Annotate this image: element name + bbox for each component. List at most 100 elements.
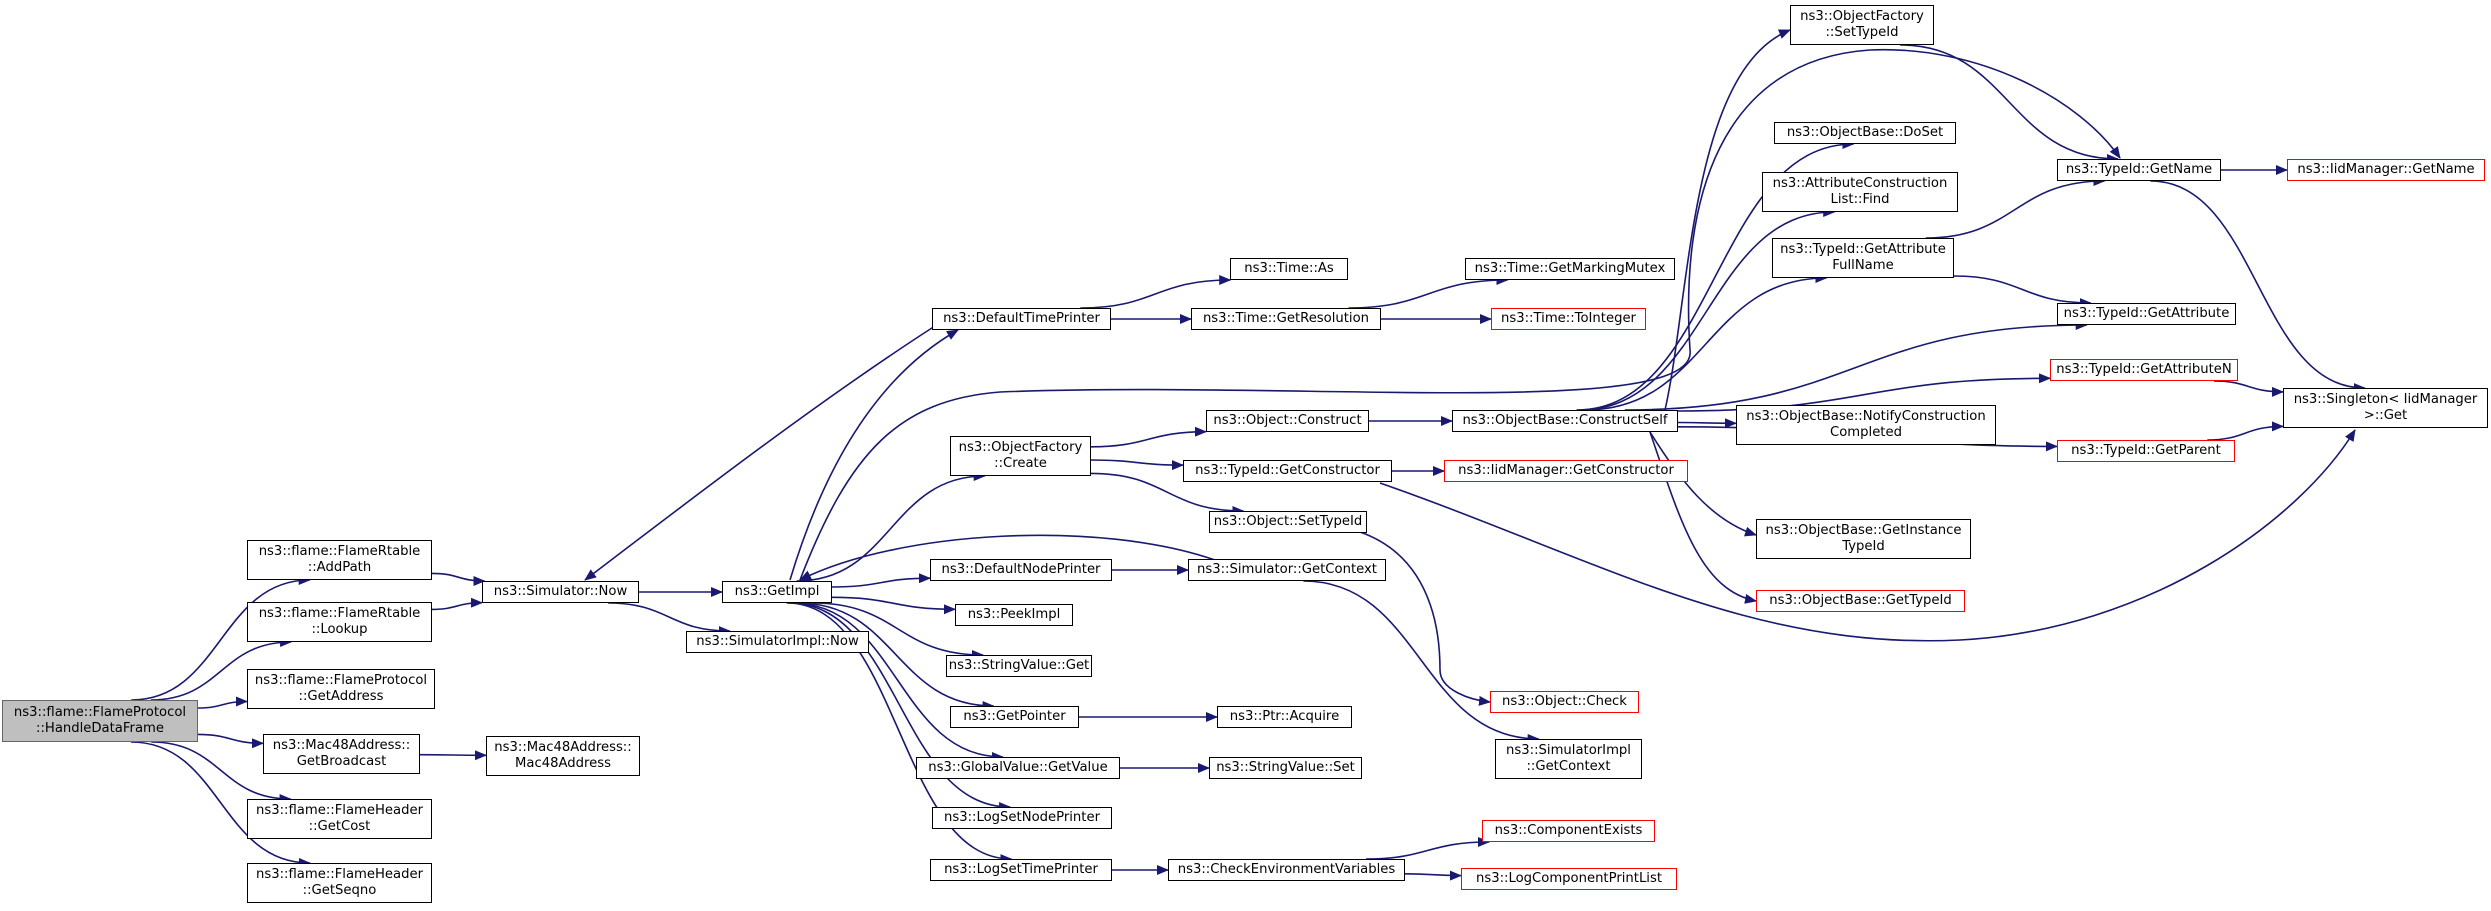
edge-checkenv-to-logcomponentprintlist bbox=[1404, 870, 1462, 881]
edge-constructself-to-getattrfullname bbox=[1585, 273, 1828, 411]
node-label: ns3::CheckEnvironmentVariables bbox=[1177, 862, 1396, 877]
edge-simgetcontext-to-getimpl bbox=[799, 534, 1216, 581]
node-ptracquire[interactable]: ns3::Ptr::Acquire bbox=[1217, 706, 1352, 728]
edge-root-to-getbroadcast bbox=[197, 733, 264, 749]
node-label: ns3::flame::FlameHeader bbox=[255, 803, 424, 818]
node-simimplnow[interactable]: ns3::SimulatorImpl::Now bbox=[686, 631, 869, 653]
node-label: ns3::TypeId::GetName bbox=[2065, 162, 2213, 177]
edge-getattributen-to-singletonget bbox=[2213, 380, 2284, 397]
node-objectconstruct[interactable]: ns3::Object::Construct bbox=[1206, 410, 1369, 432]
node-checkenv[interactable]: ns3::CheckEnvironmentVariables bbox=[1168, 859, 1405, 881]
node-iidgetconstructor[interactable]: ns3::IidManager::GetConstructor bbox=[1444, 460, 1688, 482]
node-label: ns3::ObjectBase::DoSet bbox=[1786, 125, 1944, 140]
node-stringvalueset[interactable]: ns3::StringValue::Set bbox=[1209, 757, 1362, 779]
node-label: ns3::ObjectBase::GetInstance bbox=[1765, 523, 1962, 538]
node-objfactorysettypeid[interactable]: ns3::ObjectFactory::SetTypeId bbox=[1790, 5, 1934, 45]
node-lookup[interactable]: ns3::flame::FlameRtable::Lookup bbox=[247, 602, 432, 642]
node-getimpl[interactable]: ns3::GetImpl bbox=[722, 581, 832, 603]
node-label: ns3::Mac48Address:: bbox=[272, 738, 411, 753]
node-label: ::AddPath bbox=[307, 560, 372, 575]
node-label: ns3::ObjectBase::NotifyConstruction bbox=[1746, 409, 1986, 424]
node-peekimpl[interactable]: ns3::PeekImpl bbox=[955, 604, 1073, 626]
node-logcomponentprintlist[interactable]: ns3::LogComponentPrintList bbox=[1461, 868, 1677, 890]
node-simimplgetcontext[interactable]: ns3::SimulatorImpl::GetContext bbox=[1495, 739, 1642, 779]
node-typeidgetname[interactable]: ns3::TypeId::GetName bbox=[2057, 159, 2221, 181]
node-tointeger[interactable]: ns3::Time::ToInteger bbox=[1491, 308, 1646, 330]
edge-getimpl-to-typeidgetname bbox=[799, 48, 2121, 581]
node-root: ns3::flame::FlameProtocol::HandleDataFra… bbox=[2, 700, 198, 742]
node-label: ::SetTypeId bbox=[1825, 25, 1899, 40]
call-edges bbox=[130, 29, 2366, 881]
node-label: Mac48Address bbox=[514, 756, 611, 771]
node-label: ns3::AttributeConstruction bbox=[1772, 176, 1948, 191]
node-label: ns3::DefaultTimePrinter bbox=[943, 311, 1100, 326]
node-label: ns3::LogSetNodePrinter bbox=[943, 810, 1100, 825]
node-constructself[interactable]: ns3::ObjectBase::ConstructSelf bbox=[1452, 410, 1678, 432]
node-label: ns3::TypeId::GetAttribute bbox=[1780, 242, 1946, 257]
node-label: ::Create bbox=[994, 456, 1047, 471]
node-label: ns3::ObjectBase::ConstructSelf bbox=[1462, 413, 1668, 428]
node-addpath[interactable]: ns3::flame::FlameRtable::AddPath bbox=[247, 540, 432, 580]
node-typeidgetparent[interactable]: ns3::TypeId::GetParent bbox=[2057, 440, 2235, 462]
node-label: ::GetSeqno bbox=[302, 883, 377, 898]
node-label: TypeId bbox=[1842, 539, 1885, 554]
node-label: ns3::Mac48Address:: bbox=[494, 740, 632, 755]
node-label: ns3::TypeId::GetAttribute bbox=[2063, 306, 2230, 321]
node-label: ns3::PeekImpl bbox=[967, 607, 1061, 622]
edge-simnow-to-simimplnow bbox=[608, 602, 731, 636]
node-defaultnodeprinter[interactable]: ns3::DefaultNodePrinter bbox=[930, 559, 1112, 581]
node-defaulttimeprinter[interactable]: ns3::DefaultTimePrinter bbox=[932, 308, 1111, 330]
node-timeas[interactable]: ns3::Time::As bbox=[1230, 258, 1348, 280]
node-getseqno[interactable]: ns3::flame::FlameHeader::GetSeqno bbox=[247, 863, 432, 903]
node-globalvaluegetvalue[interactable]: ns3::GlobalValue::GetValue bbox=[916, 757, 1120, 779]
node-label: ns3::SimulatorImpl bbox=[1506, 743, 1631, 758]
node-typeidgetattribute[interactable]: ns3::TypeId::GetAttribute bbox=[2057, 303, 2236, 325]
node-label: ns3::flame::FlameRtable bbox=[258, 606, 421, 621]
node-singletonget[interactable]: ns3::Singleton< IidManager >::Get bbox=[2283, 388, 2488, 428]
edge-timegetresolution-to-getmarkingmutex bbox=[1348, 275, 1509, 309]
node-getcost[interactable]: ns3::flame::FlameHeader::GetCost bbox=[247, 799, 432, 839]
node-getattributen[interactable]: ns3::TypeId::GetAttributeN bbox=[2050, 359, 2238, 381]
node-label: ns3::ObjectBase::GetTypeId bbox=[1769, 593, 1952, 608]
node-getmarkingmutex[interactable]: ns3::Time::GetMarkingMutex bbox=[1465, 258, 1675, 280]
node-doset[interactable]: ns3::ObjectBase::DoSet bbox=[1774, 122, 1956, 144]
edge-simgetcontext-to-simimplgetcontext bbox=[1303, 580, 1540, 744]
node-timegetresolution[interactable]: ns3::Time::GetResolution bbox=[1191, 308, 1381, 330]
node-simgetcontext[interactable]: ns3::Simulator::GetContext bbox=[1188, 559, 1386, 581]
node-label: ns3::IidManager::GetName bbox=[2297, 162, 2475, 177]
node-getaddress[interactable]: ns3::flame::FlameProtocol::GetAddress bbox=[247, 669, 435, 709]
edge-lookup-to-simnow bbox=[431, 597, 483, 611]
node-objectsettypeid[interactable]: ns3::Object::SetTypeId bbox=[1209, 511, 1367, 533]
edge-constructself-to-typeidgetattribute bbox=[1624, 320, 2088, 411]
node-label: ns3::ObjectFactory bbox=[1800, 9, 1924, 24]
edge-getimpl-to-stringvalueget bbox=[812, 602, 984, 660]
node-label: Completed bbox=[1830, 425, 1902, 440]
node-label: ns3::flame::FlameProtocol bbox=[254, 673, 428, 688]
node-label: ns3::Time::GetResolution bbox=[1202, 311, 1370, 326]
node-label: ns3::LogSetTimePrinter bbox=[944, 862, 1098, 877]
node-objbasegettypeid[interactable]: ns3::ObjectBase::GetTypeId bbox=[1756, 590, 1965, 612]
node-label: ns3::Time::ToInteger bbox=[1501, 311, 1636, 326]
node-componentexists[interactable]: ns3::ComponentExists bbox=[1482, 820, 1655, 842]
node-getpointer[interactable]: ns3::GetPointer bbox=[950, 706, 1079, 728]
node-logsettimeprinter[interactable]: ns3::LogSetTimePrinter bbox=[930, 859, 1112, 881]
node-label: ns3::Simulator::GetContext bbox=[1197, 562, 1377, 577]
node-logsetnodeprinter[interactable]: ns3::LogSetNodePrinter bbox=[932, 807, 1112, 829]
node-stringvalueget[interactable]: ns3::StringValue::Get bbox=[946, 655, 1092, 677]
edge-getattrfullname-to-typeidgetname bbox=[1925, 176, 2106, 239]
node-objectcheck[interactable]: ns3::Object::Check bbox=[1490, 691, 1639, 713]
node-label: ns3::DefaultNodePrinter bbox=[941, 562, 1101, 577]
node-simnow[interactable]: ns3::Simulator::Now bbox=[482, 581, 639, 603]
node-getbroadcast[interactable]: ns3::Mac48Address::GetBroadcast bbox=[263, 734, 420, 774]
node-objfactorycreate[interactable]: ns3::ObjectFactory::Create bbox=[950, 436, 1091, 476]
edge-objectsettypeid-to-objectcheck bbox=[1359, 531, 1491, 706]
node-mac48address[interactable]: ns3::Mac48Address::Mac48Address bbox=[486, 736, 640, 776]
edge-objfactorysettypeid-to-typeidgetname bbox=[1900, 44, 2119, 164]
node-getconstructor[interactable]: ns3::TypeId::GetConstructor bbox=[1183, 460, 1392, 482]
node-iidgetname[interactable]: ns3::IidManager::GetName bbox=[2287, 159, 2485, 181]
edge-constructself-to-notifyconstruction bbox=[1677, 418, 1737, 429]
